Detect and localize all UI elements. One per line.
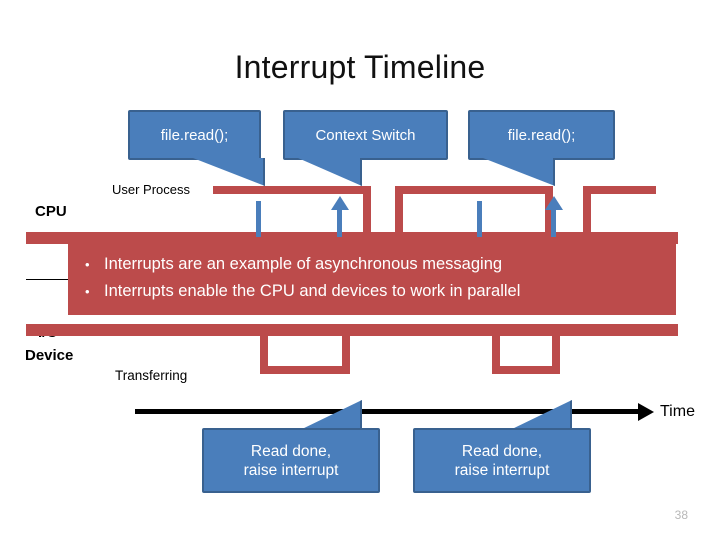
io-transfer-2-riser-right xyxy=(552,324,560,374)
cpu-user-segment-1-top xyxy=(213,186,371,194)
callout-label: file.read(); xyxy=(507,126,576,144)
callout-label: file.read(); xyxy=(160,126,229,144)
io-transfer-1-riser-left xyxy=(260,324,268,374)
callout-read-done-2[interactable]: Read done, raise interrupt xyxy=(413,428,591,493)
interrupt-arrow-shaft-1 xyxy=(337,208,342,237)
callout-file-read-2[interactable]: file.read(); xyxy=(468,110,615,160)
cpu-user-segment-2-riser-left xyxy=(395,186,403,236)
callout-label-line1: Read done, xyxy=(250,442,332,460)
syscall-arrow-shaft-2 xyxy=(477,201,482,237)
label-io-device-line2: Device xyxy=(25,347,74,364)
interrupt-arrow-head-2 xyxy=(545,196,563,210)
callout-tail-down-1 xyxy=(193,158,265,186)
io-transfer-1-riser-right xyxy=(342,324,350,374)
cpu-user-segment-1-riser-right xyxy=(363,186,371,236)
callout-tail-down-3 xyxy=(483,158,555,186)
cpu-baseline-bar xyxy=(26,232,678,244)
note-bullet-item: Interrupts are an example of asynchronou… xyxy=(82,251,662,278)
note-bullet-list: Interrupts are an example of asynchronou… xyxy=(82,251,662,305)
cpu-user-segment-3-riser-left xyxy=(583,186,591,236)
note-connector-line xyxy=(26,279,72,280)
cpu-user-segment-2-riser-right xyxy=(545,186,553,236)
cpu-user-segment-3-top xyxy=(583,186,656,194)
callout-file-read-1[interactable]: file.read(); xyxy=(128,110,261,160)
io-transfer-2-riser-left xyxy=(492,324,500,374)
time-axis-line xyxy=(135,409,640,414)
callout-label-line2: raise interrupt xyxy=(454,461,550,479)
syscall-arrow-shaft-1 xyxy=(256,201,261,237)
io-baseline-bar xyxy=(26,324,678,336)
note-bullet-item: Interrupts enable the CPU and devices to… xyxy=(82,278,662,305)
callout-tail-down-2 xyxy=(298,158,362,186)
callout-read-done-1[interactable]: Read done, raise interrupt xyxy=(202,428,380,493)
label-transferring: Transferring xyxy=(115,368,188,383)
interrupt-arrow-shaft-2 xyxy=(551,208,556,237)
callout-label: Context Switch xyxy=(315,126,416,144)
page-number: 38 xyxy=(674,508,688,522)
callout-label-line2: raise interrupt xyxy=(243,461,339,479)
page-title: Interrupt Timeline xyxy=(234,49,486,85)
label-time: Time xyxy=(660,403,695,420)
note-callout-box: Interrupts are an example of asynchronou… xyxy=(68,243,676,315)
callout-label-line1: Read done, xyxy=(461,442,543,460)
callout-tail-up-2 xyxy=(510,400,572,430)
callout-tail-up-1 xyxy=(300,400,362,430)
interrupt-arrow-head-1 xyxy=(331,196,349,210)
label-cpu: CPU xyxy=(35,203,67,220)
time-axis-arrowhead xyxy=(638,403,654,421)
cpu-user-segment-2-top xyxy=(395,186,553,194)
io-transfer-1-bottom xyxy=(260,366,350,374)
label-user-process: User Process xyxy=(112,182,191,197)
io-transfer-2-bottom xyxy=(492,366,560,374)
callout-context-switch[interactable]: Context Switch xyxy=(283,110,448,160)
